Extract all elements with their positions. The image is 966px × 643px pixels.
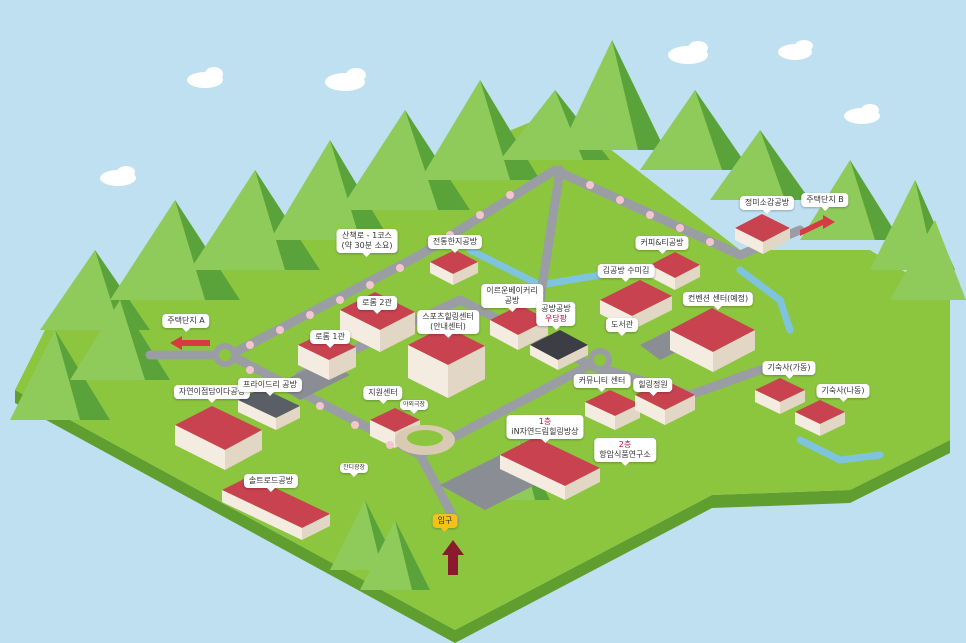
building-price-workshop — [238, 388, 300, 430]
label-text: 지원센터 — [368, 388, 398, 397]
label-text: iN자연드림힐링방상 — [511, 427, 579, 436]
label-text: 정미소감공방 — [744, 198, 790, 207]
label-sports-center[interactable]: 스포츠힐링센터 (안내센터) — [417, 310, 479, 338]
label-text: 산책로 - 1코스 — [342, 231, 392, 240]
label-housing-b[interactable]: 주택단지 B — [801, 193, 849, 211]
label-text: 항암식품연구소 — [599, 450, 651, 459]
label-price-workshop[interactable]: 프라이드리 공방 — [237, 378, 303, 396]
building-hanji — [430, 250, 478, 285]
cloud-icon — [325, 68, 366, 91]
label-locomotive-1[interactable]: 로롬 1관 — [310, 330, 350, 348]
label-entrance[interactable]: 입구 — [432, 514, 458, 532]
label-text: 입구 — [437, 516, 453, 525]
label-text: 프라이드리 공방 — [242, 380, 298, 389]
label-nature-workshop[interactable]: 자연이점담이다공방 — [173, 385, 251, 403]
label-support-center[interactable]: 지원센터 — [363, 386, 403, 404]
label-community-center[interactable]: 커뮤니티 센터 — [573, 374, 631, 392]
ground-slab-side — [15, 390, 950, 643]
label-dorm-na[interactable]: 기숙사(나동) — [816, 384, 870, 402]
label-text: 이르운베이커리 — [486, 286, 538, 295]
arrow-up-icon — [442, 540, 464, 575]
label-dorm-ga[interactable]: 기숙사(가동) — [762, 361, 816, 379]
label-highlight: 우당팡 — [544, 314, 568, 323]
roundabout-center — [594, 354, 606, 366]
building-community — [585, 390, 640, 430]
cloud-icon — [187, 67, 223, 88]
label-hanji-workshop[interactable]: 전통한지공방 — [427, 235, 483, 253]
label-convention-center[interactable]: 컨벤션 센터(예정) — [682, 292, 754, 310]
building-jangmi — [735, 214, 790, 254]
label-text: 커뮤니티 센터 — [578, 376, 626, 385]
label-text: 공방 — [504, 296, 520, 305]
label-healing-house-1f[interactable]: 1층 iN자연드림힐링방상 — [506, 415, 584, 443]
label-text: 기숙사(나동) — [821, 386, 865, 395]
label-text: 컨벤션 센터(예정) — [687, 294, 749, 303]
label-text: 도서관 — [610, 320, 634, 329]
cloud-icon — [668, 41, 708, 64]
label-highlight: 1층 — [538, 417, 552, 426]
label-jangmi-workshop[interactable]: 정미소감공방 — [739, 196, 795, 214]
label-healing-garden[interactable]: 힐링정원 — [633, 378, 673, 396]
outdoor-stage — [395, 425, 455, 455]
label-text: 솔트로드공방 — [248, 476, 294, 485]
label-text: 커피&티공방 — [640, 238, 684, 247]
label-plaza[interactable]: 잔디광장 — [339, 463, 369, 477]
building-nature-workshop — [175, 406, 262, 470]
label-housing-a[interactable]: 주택단지 A — [162, 314, 210, 332]
building-sports-center — [408, 326, 485, 398]
label-text: 김공방 수미김 — [602, 266, 650, 275]
label-text: (약 30분 소요) — [341, 241, 393, 250]
label-text: 잔디광장 — [342, 464, 366, 471]
mountain-range — [10, 40, 966, 420]
label-text: 공방공방 — [541, 304, 571, 313]
building-convention — [670, 308, 755, 372]
label-text: 주택단지 B — [806, 195, 844, 204]
building-soltoro — [222, 476, 330, 540]
label-text: 전통한지공방 — [432, 237, 478, 246]
label-text: 힐링정원 — [638, 380, 668, 389]
label-text: 로롬 1관 — [315, 332, 345, 341]
arrow-left-icon — [170, 336, 210, 350]
label-text: 자연이점담이다공방 — [178, 387, 246, 396]
label-highlight: 2층 — [618, 440, 632, 449]
label-text: 야외극장 — [402, 401, 426, 408]
cloud-icon — [100, 166, 136, 186]
label-bakery-workshop[interactable]: 이르운베이커리 공방 — [481, 284, 543, 312]
label-library[interactable]: 도서관 — [605, 318, 639, 336]
building-hanok — [530, 330, 588, 370]
building-bakery — [490, 305, 548, 350]
label-text: 기숙사(가동) — [767, 363, 811, 372]
label-soltoro-workshop[interactable]: 솔트로드공방 — [243, 474, 299, 492]
cloud-icon — [844, 104, 880, 124]
roundabout-center — [219, 349, 231, 361]
label-outdoor-stage[interactable]: 야외극장 — [399, 400, 429, 414]
label-walk-course[interactable]: 산책로 - 1코스 (약 30분 소요) — [336, 229, 398, 257]
label-healing-workshop[interactable]: 공방공방 우당팡 — [536, 302, 576, 330]
building-healing-house — [500, 437, 600, 500]
label-healing-house-2f[interactable]: 2층 항암식품연구소 — [594, 438, 656, 466]
label-gimgongbang[interactable]: 김공방 수미김 — [597, 264, 655, 282]
building-dorm-ga — [755, 378, 805, 414]
building-dorm-na — [795, 400, 845, 436]
label-coffee-tea-workshop[interactable]: 커피&티공방 — [635, 236, 689, 254]
building-coffee-tea — [650, 252, 700, 290]
label-text: 주택단지 A — [167, 316, 205, 325]
arrow-right-icon — [800, 215, 835, 236]
label-locomotive-2[interactable]: 로롬 2관 — [357, 296, 397, 314]
label-text: 스포츠힐링센터 — [422, 312, 474, 321]
label-text: 로롬 2관 — [362, 298, 392, 307]
cloud-icon — [778, 40, 813, 60]
label-text: (안내센터) — [430, 322, 466, 331]
